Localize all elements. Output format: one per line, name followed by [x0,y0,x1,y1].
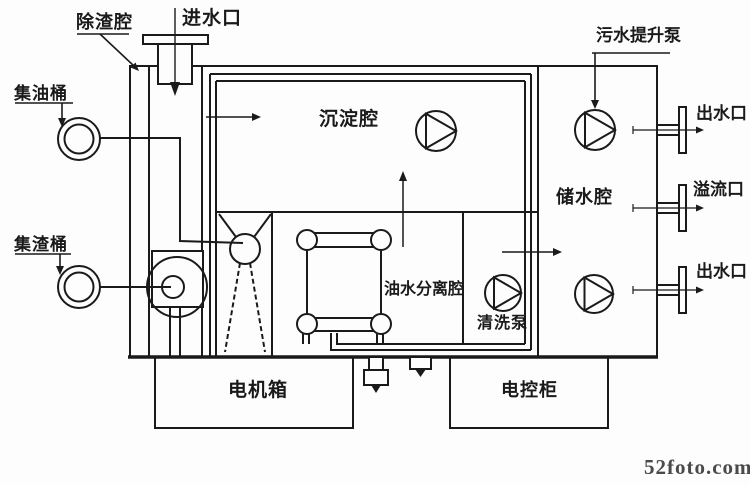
sewage-lift-pump-icon [574,109,618,151]
motor-box-outline [154,356,354,429]
drain-valve-right [409,356,432,377]
barrel-connector-pipes [100,137,244,288]
label-cleaning-pump: 清洗泵 [477,315,529,332]
label-water-inlet: 进水口 [182,8,243,29]
collection-drum [146,250,208,357]
label-oil-water-separation-chamber: 油水分离腔 [384,281,465,298]
outlet-flange-top [632,106,704,154]
partitions [216,66,539,357]
watermark: 52foto.com [644,455,750,479]
label-water-outlet-bottom: 出水口 [696,262,747,281]
outlet-flange-bottom [632,266,704,314]
cleaning-pump-icon [484,274,523,312]
label-motor-box: 电机箱 [228,380,289,401]
label-slag-removal-chamber: 除渣腔 [76,12,133,32]
label-overflow-port: 溢流口 [693,180,744,199]
label-sewage-lift-pump: 污水提升泵 [596,26,681,45]
overflow-flange [632,184,704,232]
oil-barrel-icon [57,117,101,161]
coalescer-module [296,229,392,344]
label-slag-collection-barrel: 集渣桶 [14,235,68,254]
label-electric-control-cabinet: 电控柜 [501,380,558,400]
feed-channel [148,66,203,357]
control-cabinet-outline [449,356,609,429]
drain-valve-left [363,356,389,393]
flow-arrows [206,113,562,256]
label-oil-collection-barrel: 集油桶 [14,84,68,103]
label-water-outlet-top: 出水口 [696,104,747,123]
slag-barrel-icon [57,265,101,309]
label-sedimentation-chamber: 沉淀腔 [319,109,380,130]
label-water-storage-chamber: 储水腔 [556,187,613,207]
storage-pump-icon [574,274,615,314]
label-leaders [15,33,670,275]
slag-hopper [218,213,272,353]
inlet-pipe [142,8,209,96]
sedimentation-pump-icon [415,110,459,152]
